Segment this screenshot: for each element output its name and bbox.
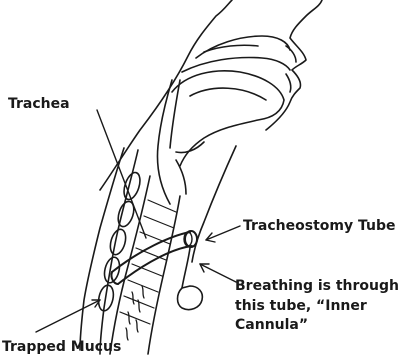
label-breathing-line1: Breathing is through	[235, 277, 399, 297]
epiglottis	[176, 142, 204, 153]
cuff-balloon	[178, 248, 203, 310]
label-breathing-line2: this tube, “Inner	[235, 297, 399, 317]
trapped-mucus-specks	[126, 286, 144, 340]
label-trachea: Trachea	[8, 96, 70, 113]
vertebrae	[96, 171, 143, 313]
label-breathing: Breathing is through this tube, “Inner C…	[235, 277, 399, 336]
label-tracheostomy-tube: Tracheostomy Tube	[243, 218, 395, 235]
label-trapped-mucus: Trapped Mucus	[2, 339, 121, 356]
label-breathing-line3: Cannula”	[235, 316, 399, 336]
face-profile	[266, 0, 322, 130]
mucus-pointer-arrow	[36, 300, 100, 332]
neck-front-outline	[192, 146, 236, 262]
nasal-cavity	[196, 36, 290, 58]
breathing-pointer-arrow	[200, 264, 236, 282]
hard-palate	[182, 58, 290, 72]
